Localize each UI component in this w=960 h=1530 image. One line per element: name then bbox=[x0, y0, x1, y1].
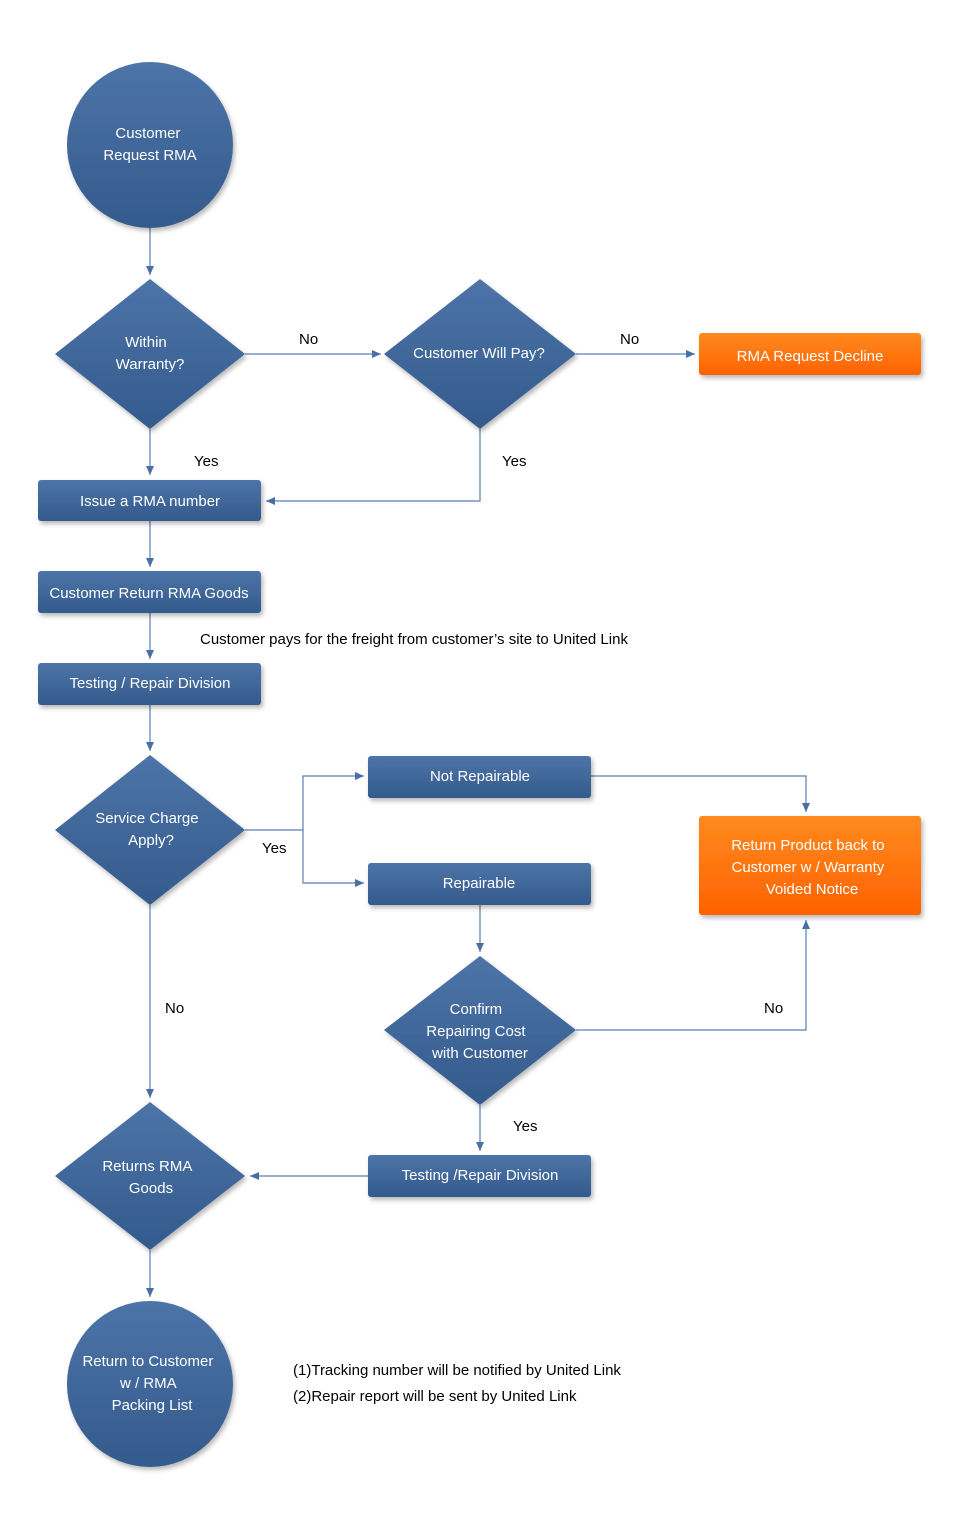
svg-text:Not Repairable: Not Repairable bbox=[430, 768, 530, 785]
svg-text:RMA Request Decline: RMA Request Decline bbox=[737, 348, 884, 365]
rma-decline-box: RMA Request Decline bbox=[699, 333, 921, 375]
svg-text:Service Charge Apply?: Service Charge Apply? bbox=[95, 810, 203, 849]
svg-text:Testing / Repair Division: Testing / Repair Division bbox=[70, 675, 231, 692]
note-tracking: (1)Tracking number will be notified by U… bbox=[293, 1362, 621, 1379]
svg-text:Testing /Repair Division: Testing /Repair Division bbox=[402, 1167, 559, 1184]
svg-text:Return to Customer w / R: Return to Customer w / RMA Packing List bbox=[82, 1353, 217, 1414]
label-warranty-no: No bbox=[299, 331, 318, 348]
end-node: Return to Customer w / RMA Packing List bbox=[67, 1301, 233, 1467]
confirm-cost-line2: Repairing Cost bbox=[426, 1023, 526, 1040]
edge-confirm-no bbox=[576, 920, 810, 1031]
label-warranty-yes: Yes bbox=[194, 453, 218, 470]
notes: Customer pays for the freight from custo… bbox=[200, 631, 628, 1405]
returns-rma-goods-line2: Goods bbox=[129, 1180, 173, 1197]
end-node-line2: w / RMA bbox=[119, 1375, 177, 1392]
within-warranty-line1: Within bbox=[125, 334, 167, 351]
end-node-line1: Return to Customer bbox=[82, 1353, 213, 1370]
not-repairable-label: Not Repairable bbox=[430, 768, 530, 785]
rma-decline-label: RMA Request Decline bbox=[737, 348, 884, 365]
service-charge-line2: Apply? bbox=[128, 832, 174, 849]
connectors bbox=[146, 228, 810, 1297]
customer-will-pay-label: Customer Will Pay? bbox=[413, 345, 545, 362]
svg-text:Repairable: Repairable bbox=[443, 875, 516, 892]
repairable-box: Repairable bbox=[368, 863, 591, 905]
label-pay-no: No bbox=[620, 331, 639, 348]
svg-text:Customer Return RMA Goods: Customer Return RMA Goods bbox=[49, 585, 248, 602]
warranty-voided-line2: Customer w / Warranty bbox=[732, 859, 885, 876]
customer-will-pay-decision: Customer Will Pay? bbox=[384, 279, 576, 429]
return-goods-box: Customer Return RMA Goods bbox=[38, 571, 261, 613]
service-charge-line1: Service Charge bbox=[95, 810, 198, 827]
svg-text:Confirm Repairing Cost: Confirm Repairing Cost with Customer bbox=[426, 1001, 529, 1062]
testing-repair-box-1: Testing / Repair Division bbox=[38, 663, 261, 705]
svg-text:Customer Request RMA: Customer Request RMA bbox=[103, 125, 196, 164]
label-service-yes: Yes bbox=[262, 840, 286, 857]
returns-rma-goods-decision: Returns RMA Goods bbox=[55, 1102, 245, 1250]
edge-service-yes-not-repairable bbox=[245, 772, 364, 831]
issue-rma-label: Issue a RMA number bbox=[80, 493, 220, 510]
edge-service-yes-repairable bbox=[302, 830, 364, 887]
start-node-line1: Customer bbox=[115, 125, 180, 142]
svg-text:Customer Will Pay?: Customer Will Pay? bbox=[413, 345, 545, 362]
service-charge-decision: Service Charge Apply? bbox=[55, 755, 245, 905]
svg-text:Issue a RMA number: Issue a RMA number bbox=[80, 493, 220, 510]
edge-labels: No No Yes Yes Yes No No Yes bbox=[165, 331, 783, 1135]
warranty-voided-line3: Voided Notice bbox=[766, 881, 859, 898]
confirm-cost-line1: Confirm bbox=[450, 1001, 503, 1018]
edge-pay-yes bbox=[266, 429, 481, 505]
not-repairable-box: Not Repairable bbox=[368, 756, 591, 798]
label-pay-yes: Yes bbox=[502, 453, 526, 470]
svg-text:Returns RMA Goods: Returns RMA Goods bbox=[102, 1158, 195, 1197]
returns-rma-goods-line1: Returns RMA bbox=[102, 1158, 192, 1175]
svg-text:Return Product back to C: Return Product back to Customer w / Warr… bbox=[731, 837, 889, 898]
within-warranty-decision: Within Warranty? bbox=[55, 279, 245, 429]
testing-repair-box-2: Testing /Repair Division bbox=[368, 1155, 591, 1197]
end-node-line3: Packing List bbox=[112, 1397, 194, 1414]
start-node-line2: Request RMA bbox=[103, 147, 196, 164]
issue-rma-box: Issue a RMA number bbox=[38, 480, 261, 521]
warranty-voided-box: Return Product back to Customer w / Warr… bbox=[699, 816, 921, 915]
label-confirm-no: No bbox=[764, 1000, 783, 1017]
testing-repair-label-1: Testing / Repair Division bbox=[70, 675, 231, 692]
confirm-cost-decision: Confirm Repairing Cost with Customer bbox=[384, 956, 576, 1105]
label-confirm-yes: Yes bbox=[513, 1118, 537, 1135]
note-report: (2)Repair report will be sent by United … bbox=[293, 1388, 577, 1405]
note-freight: Customer pays for the freight from custo… bbox=[200, 631, 628, 648]
warranty-voided-line1: Return Product back to bbox=[731, 837, 884, 854]
svg-text:Within Warranty?: Within Warranty? bbox=[116, 334, 185, 373]
within-warranty-line2: Warranty? bbox=[116, 356, 185, 373]
confirm-cost-line3: with Customer bbox=[431, 1045, 528, 1062]
return-goods-label: Customer Return RMA Goods bbox=[49, 585, 248, 602]
edge-not-repairable-to-voided bbox=[591, 775, 810, 812]
label-service-no: No bbox=[165, 1000, 184, 1017]
testing-repair-label-2: Testing /Repair Division bbox=[402, 1167, 559, 1184]
start-node: Customer Request RMA bbox=[67, 62, 233, 228]
repairable-label: Repairable bbox=[443, 875, 516, 892]
